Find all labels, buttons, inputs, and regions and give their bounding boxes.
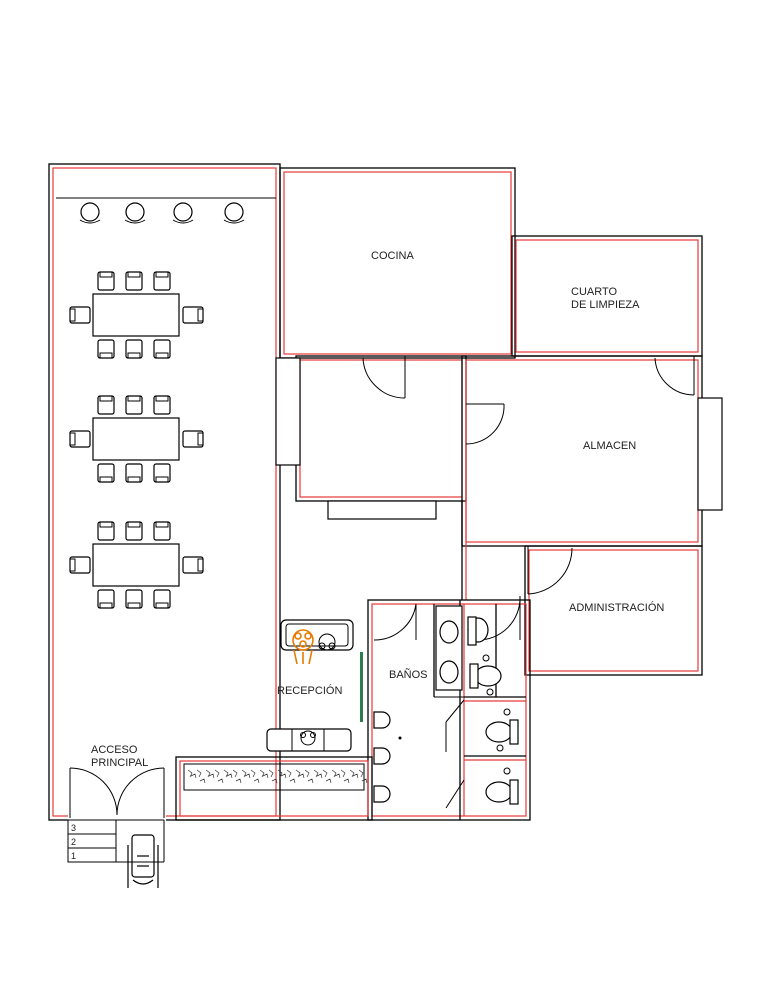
dining-hall-wall-inner — [52, 167, 277, 817]
kitchen-wall-inner — [283, 171, 512, 355]
label-recepcion: RECEPCIÓN — [277, 684, 342, 697]
almacen-wall — [461, 355, 703, 547]
step-1-label: 1 — [71, 851, 76, 861]
toilet-icon — [467, 616, 489, 646]
cleaning-room-wall-inner — [515, 239, 699, 353]
planter — [183, 763, 365, 791]
bathroom-fixtures — [373, 605, 519, 805]
walls — [48, 163, 723, 824]
entrance-stairs: 3 2 1 — [67, 819, 165, 863]
hall-wall-inner — [299, 359, 463, 498]
label-administracion: ADMINISTRACIÓN — [569, 601, 664, 614]
reception-chair — [292, 629, 314, 665]
wheelchair-icon — [127, 834, 159, 888]
admin-wall-inner — [528, 549, 699, 672]
label-cocina: COCINA — [371, 250, 414, 262]
step-3-label: 3 — [71, 823, 76, 833]
label-acceso-line2: PRINCIPAL — [91, 757, 148, 769]
stool — [173, 202, 193, 222]
reception-bottom-wall-inner — [179, 760, 369, 817]
planter-texture — [187, 769, 368, 784]
room-labels: COCINA CUARTO DE LIMPIEZA ALMACEN ADMINI… — [91, 250, 664, 769]
dining-table — [92, 293, 180, 337]
label-almacen: ALMACEN — [583, 440, 636, 452]
dining-table — [92, 417, 180, 461]
stool — [224, 202, 244, 222]
baths-wall — [367, 599, 531, 821]
label-cuarto-line2: DE LIMPIEZA — [571, 299, 640, 311]
stool — [125, 202, 145, 222]
stool — [80, 202, 100, 222]
toilet-icon — [485, 767, 519, 805]
step-2-label: 2 — [71, 837, 76, 847]
almacen-wall-inner — [465, 359, 699, 543]
hall-wall — [295, 355, 467, 502]
planter-hatch — [187, 769, 368, 784]
dining-furniture — [69, 202, 245, 609]
label-banos: BAÑOS — [389, 668, 428, 681]
label-cuarto-line1: CUARTO — [571, 286, 617, 298]
reception-bottom-wall — [175, 756, 373, 821]
label-acceso-line1: ACCESO — [91, 744, 138, 756]
dining-hall-wall — [48, 163, 281, 821]
baths-wall-inner — [371, 603, 527, 817]
toilet-icon — [485, 708, 519, 752]
glass-panel — [360, 652, 363, 722]
reception-desk — [280, 619, 354, 651]
admin-wall — [524, 545, 703, 676]
doors — [69, 356, 695, 818]
kitchen-wall — [279, 167, 516, 359]
toilet-icon — [469, 654, 502, 696]
dining-table — [92, 543, 180, 587]
waiting-sofa — [266, 728, 352, 752]
